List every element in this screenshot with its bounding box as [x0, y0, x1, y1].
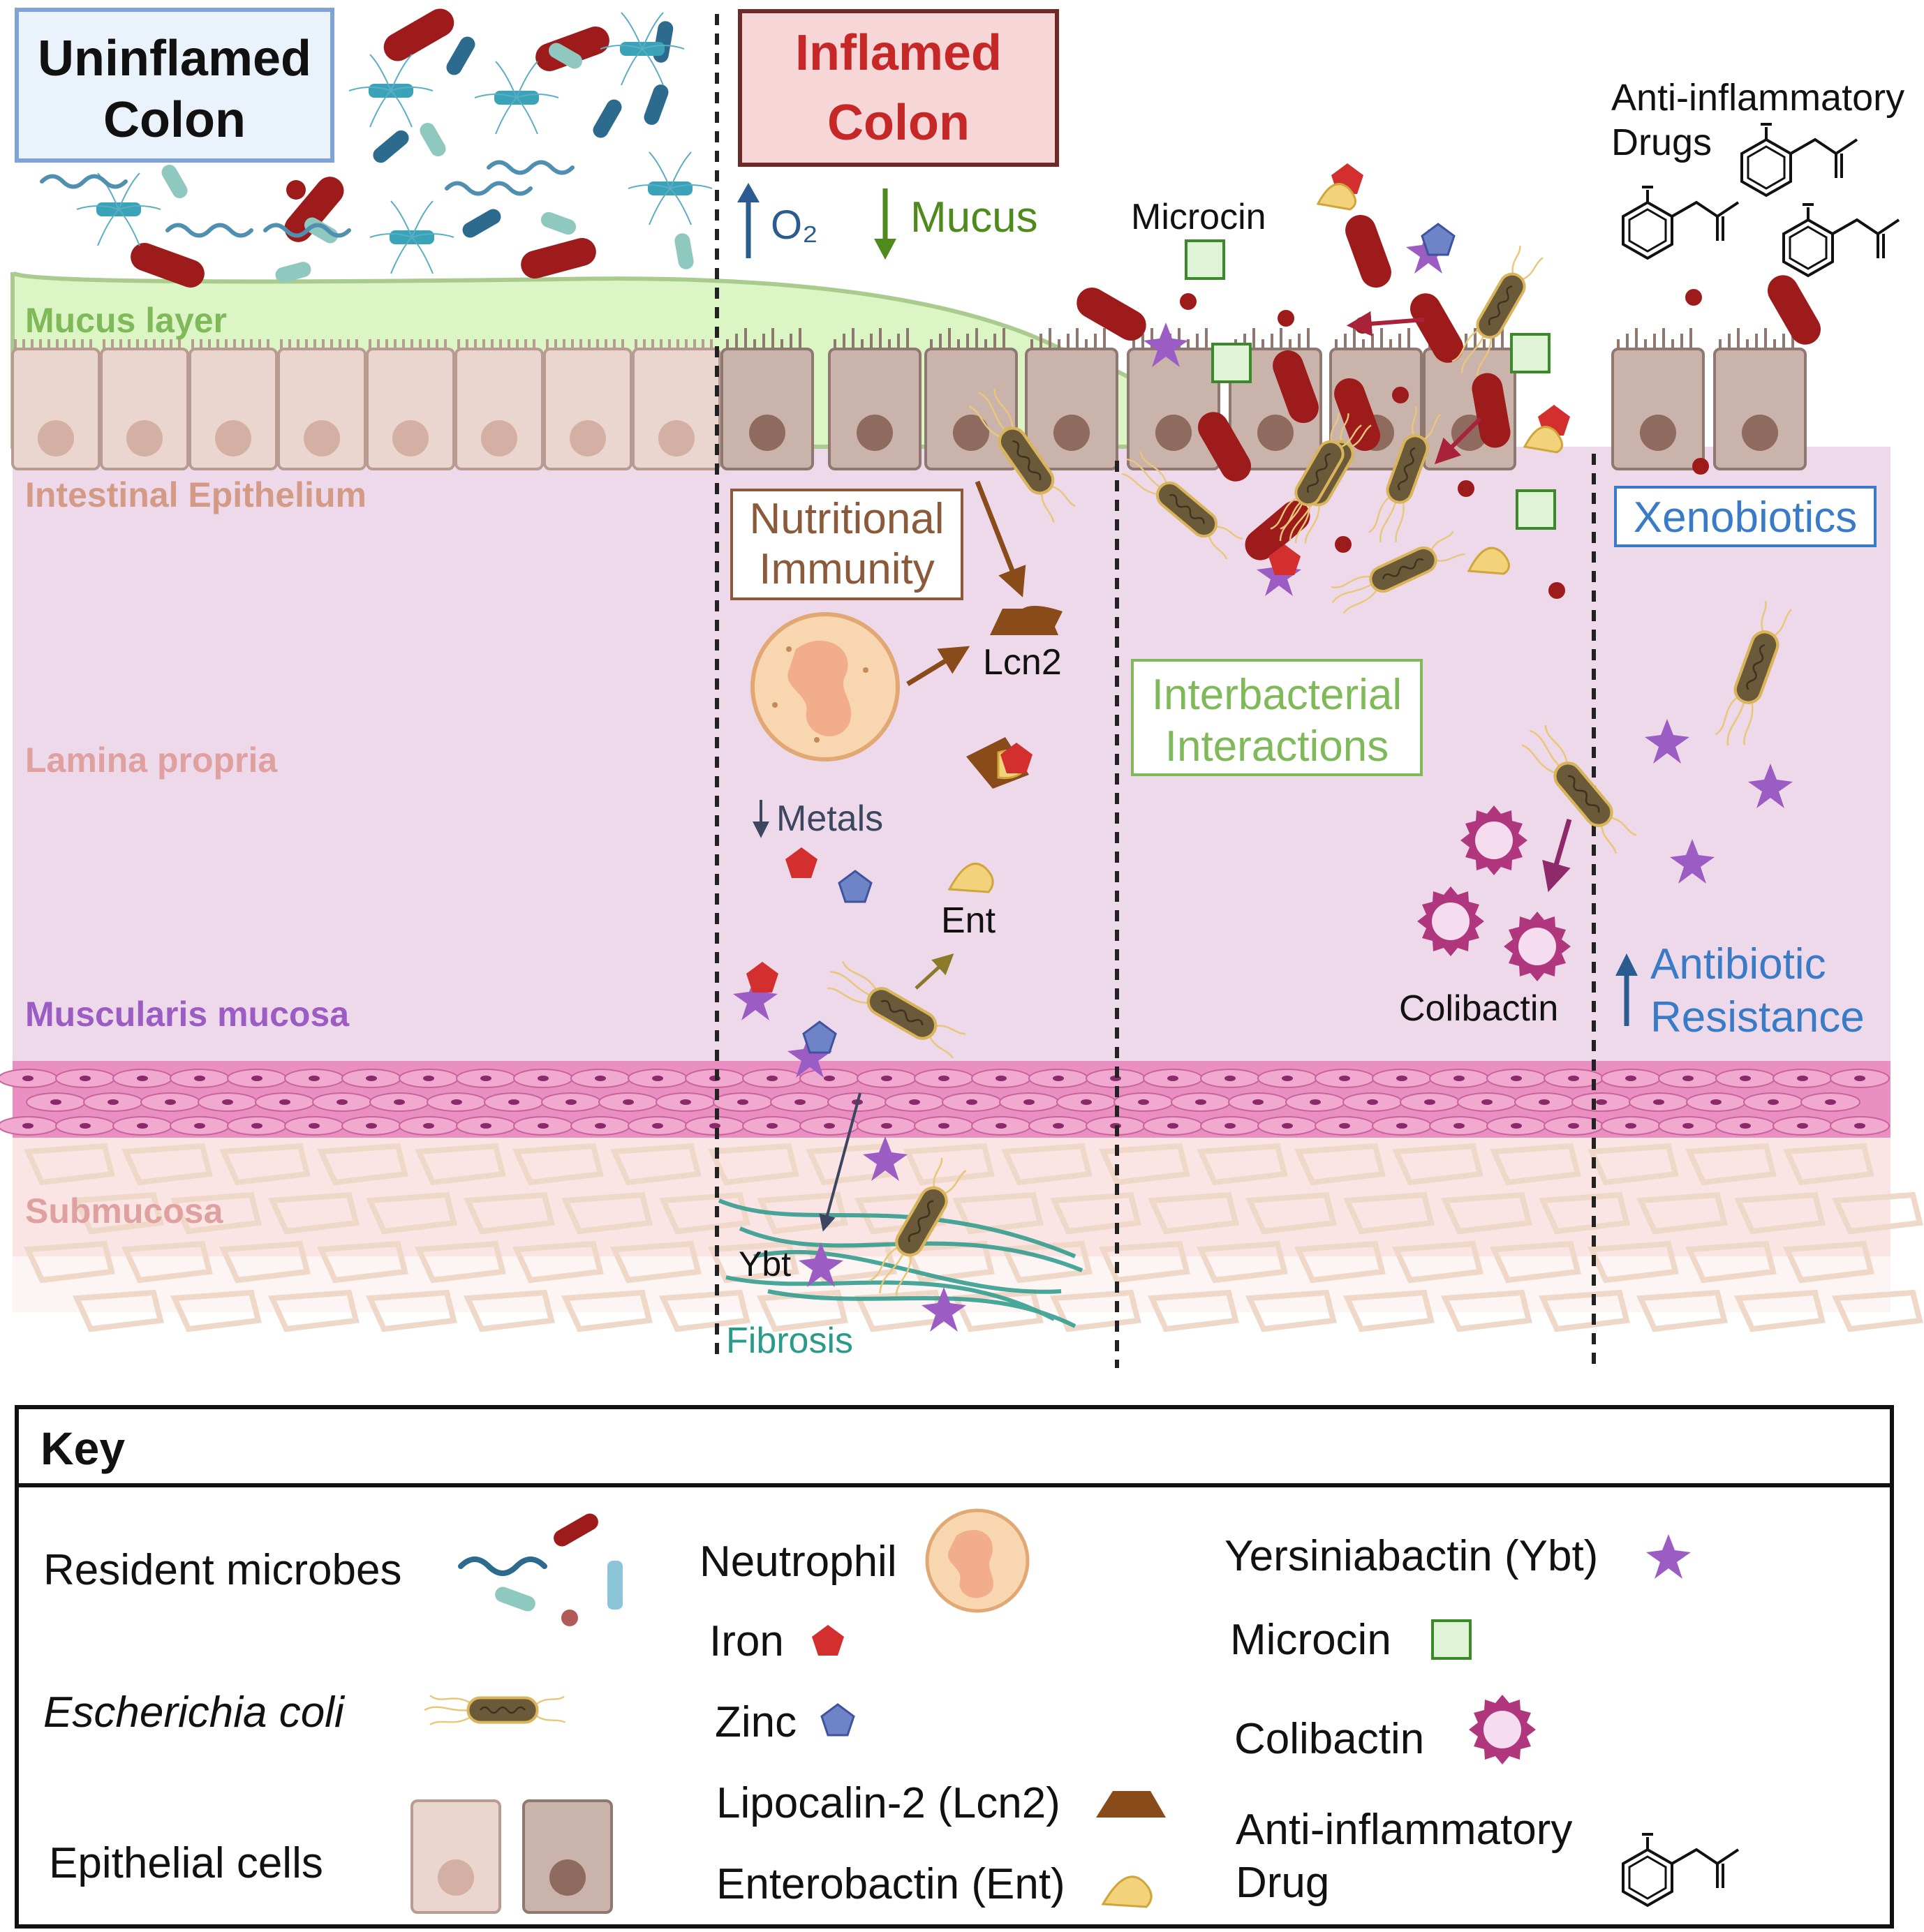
key-drug-label-2: Drug	[1236, 1859, 1329, 1907]
ybt-label: Ybt	[739, 1244, 791, 1284]
uninflamed-title-2: Colon	[103, 92, 246, 148]
key-ent-label: Enterobactin (Ent)	[716, 1860, 1065, 1908]
mucus-layer-label: Mucus layer	[25, 301, 227, 340]
antibiotic-label-2: Resistance	[1650, 993, 1865, 1041]
key-microcin-icon	[1431, 1619, 1472, 1660]
antibiotic-label-1: Antibiotic	[1650, 940, 1826, 988]
inflamed-title-1: Inflamed	[795, 25, 1002, 81]
key-ent-icon	[1101, 1875, 1153, 1908]
key-microcin-label: Microcin	[1230, 1616, 1391, 1664]
xenobiotics-label: Xenobiotics	[1634, 493, 1858, 542]
uninflamed-title-box	[15, 8, 334, 163]
o2-label: O₂	[771, 202, 818, 248]
inflamed-title-box	[738, 9, 1059, 167]
muscularis-label: Muscularis mucosa	[25, 995, 350, 1034]
drug-molecule-1	[1740, 123, 1858, 197]
muscle-cells	[0, 1069, 1890, 1136]
interbacterial-label-2: Interactions	[1165, 722, 1389, 771]
key-zinc-label: Zinc	[715, 1698, 797, 1746]
microcin-top-label: Microcin	[1131, 197, 1266, 237]
resident-microbes	[40, 8, 713, 288]
metals-label: Metals	[776, 798, 883, 839]
key-title: Key	[40, 1422, 125, 1474]
mucus-change-label: Mucus	[910, 193, 1038, 242]
anti-inflammatory-label-2: Drugs	[1611, 121, 1712, 163]
drug-molecule-2	[1622, 186, 1740, 260]
interbacterial-box	[1131, 659, 1423, 776]
submucosa-label: Submucosa	[25, 1191, 224, 1231]
key-epithelial-icon	[410, 1799, 613, 1914]
lamina-label: Lamina propria	[25, 741, 278, 780]
anti-inflammatory-label-1: Anti-inflammatory	[1611, 77, 1904, 119]
epithelium-left	[13, 339, 720, 470]
key-epithelial-label: Epithelial cells	[49, 1839, 323, 1887]
key-colibactin-label: Colibactin	[1234, 1715, 1424, 1763]
key-neutrophil-label: Neutrophil	[700, 1538, 897, 1586]
inflamed-title-2: Colon	[827, 95, 970, 151]
lcn2-bound-complex	[966, 737, 1033, 789]
nutritional-label-1: Nutritional	[749, 495, 944, 543]
key-ybt-label: Yersiniabactin (Ybt)	[1224, 1532, 1598, 1580]
ent-label: Ent	[941, 900, 996, 941]
nutritional-label-2: Immunity	[759, 545, 934, 593]
epithelium-label: Intestinal Epithelium	[25, 475, 367, 514]
colibactin-label: Colibactin	[1399, 988, 1558, 1029]
key-box	[15, 1405, 1894, 1929]
epithelium-right	[720, 328, 1805, 470]
key-drug-label-1: Anti-inflammatory	[1236, 1806, 1572, 1854]
key-resident-label: Resident microbes	[43, 1546, 401, 1594]
key-lcn2-label: Lipocalin-2 (Lcn2)	[716, 1779, 1060, 1827]
nutritional-immunity-box	[730, 489, 963, 600]
key-ecoli-label: Escherichia coli	[43, 1688, 346, 1737]
xenobiotics-box	[1614, 486, 1877, 547]
key-lcn2-icon	[1096, 1791, 1166, 1818]
key-resident-icon	[458, 1513, 623, 1626]
uninflamed-title-1: Uninflamed	[38, 31, 311, 87]
key-iron-label: Iron	[709, 1617, 784, 1665]
key-neutrophil-icon	[925, 1508, 1030, 1613]
interbacterial-bacteria	[1076, 163, 1821, 616]
neutrophil	[750, 612, 900, 761]
drug-molecule-3	[1782, 203, 1900, 277]
interbacterial-label-1: Interbacterial	[1152, 671, 1402, 719]
ent-1	[947, 862, 994, 893]
lcn2-label: Lcn2	[983, 642, 1062, 683]
fibrosis-label: Fibrosis	[726, 1321, 853, 1361]
